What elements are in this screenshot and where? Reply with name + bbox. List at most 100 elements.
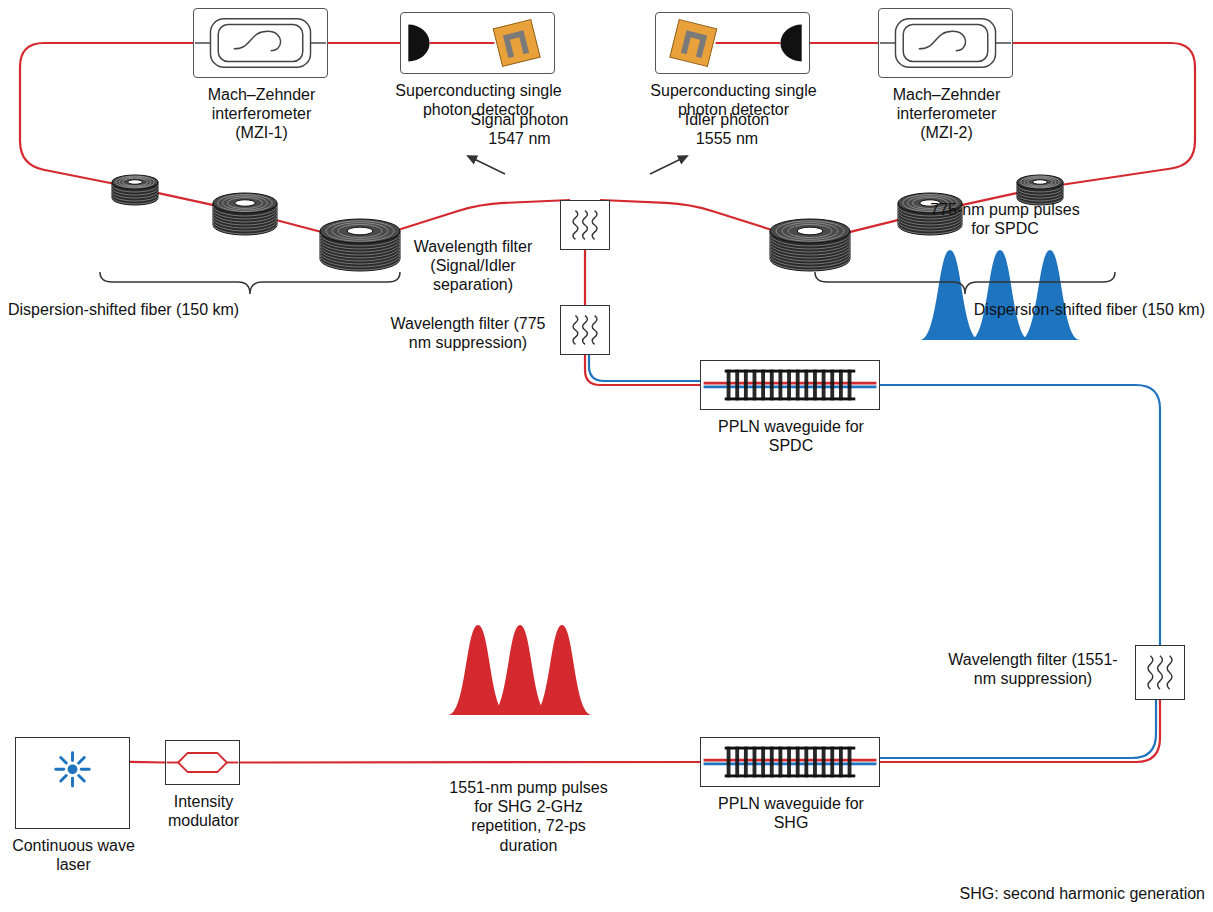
modulator-box: Intensity modulator bbox=[165, 740, 240, 785]
spool-winding bbox=[898, 221, 962, 231]
spool-hole bbox=[347, 227, 373, 235]
spool-top bbox=[1017, 175, 1063, 189]
spool-winding bbox=[213, 215, 277, 225]
node-icon bbox=[561, 201, 609, 249]
pulse-note: 775-nm pump pulses for SPDC bbox=[920, 200, 1090, 238]
spool-winding bbox=[326, 221, 394, 241]
spool-top bbox=[770, 219, 850, 243]
fiber-bracket bbox=[815, 272, 1115, 294]
spool-winding bbox=[770, 246, 850, 258]
spool-winding bbox=[320, 243, 400, 255]
fiber-connector bbox=[585, 250, 586, 305]
fiber-label: Dispersion-shifted fiber (150 km) bbox=[875, 300, 1205, 319]
spool-winding bbox=[770, 243, 850, 255]
fiber-connector bbox=[810, 43, 878, 44]
abbreviation-note: SHG: second harmonic generation bbox=[900, 884, 1205, 903]
spool-winding bbox=[320, 252, 400, 264]
spool-top bbox=[320, 219, 400, 243]
node-icon bbox=[701, 361, 879, 409]
spool-winding bbox=[770, 252, 850, 264]
spool-hole bbox=[235, 200, 255, 206]
node-caption: Wavelength filter (775 nm suppression) bbox=[383, 314, 553, 352]
spool-winding bbox=[119, 177, 151, 187]
red-pump-pulses bbox=[448, 625, 592, 715]
spool-winding bbox=[782, 223, 838, 240]
fiber-connector bbox=[876, 696, 1160, 762]
spool-winding bbox=[112, 191, 158, 198]
spool-winding bbox=[788, 224, 832, 237]
beam-line bbox=[876, 696, 1156, 758]
spool-winding bbox=[122, 178, 147, 186]
spool-hole bbox=[128, 180, 143, 184]
wavelength-filter: Wavelength filter (775 nm suppression) bbox=[560, 305, 610, 355]
spool-winding bbox=[1017, 194, 1063, 201]
fiber-bracket bbox=[100, 272, 400, 294]
fiber-connector bbox=[328, 43, 400, 44]
node-caption: Continuous wave laser bbox=[9, 836, 139, 874]
spool-winding bbox=[112, 194, 158, 201]
node-caption: Wavelength filter (Signal/Idler separati… bbox=[393, 237, 553, 295]
node-caption: Mach–Zehnder interferometer (MZI-2) bbox=[877, 85, 1017, 143]
spool-winding bbox=[1020, 176, 1059, 188]
photon-direction-arrow bbox=[468, 156, 505, 174]
beam-line bbox=[880, 385, 1160, 645]
ppln-waveguide: PPLN waveguide for SHG bbox=[700, 737, 880, 787]
spool-winding bbox=[770, 258, 850, 270]
spool-winding bbox=[320, 258, 400, 270]
spool-winding bbox=[320, 246, 400, 258]
spool-winding bbox=[112, 197, 158, 204]
wavelength-filter: Wavelength filter (1551-nm suppression) bbox=[1135, 645, 1185, 700]
node-icon bbox=[879, 9, 1012, 77]
spool-winding bbox=[115, 176, 154, 188]
ppln-waveguide: PPLN waveguide for SPDC bbox=[700, 360, 880, 410]
spool-winding bbox=[898, 218, 962, 228]
spool-top bbox=[213, 193, 277, 213]
fiber-connector bbox=[130, 761, 165, 763]
spool-winding bbox=[770, 255, 850, 267]
pulse-note: 1551-nm pump pulses for SHG 2-GHz repeti… bbox=[446, 778, 611, 855]
spool-winding bbox=[770, 249, 850, 261]
fiber-label: Dispersion-shifted fiber (150 km) bbox=[8, 300, 338, 319]
spool-winding bbox=[776, 221, 844, 241]
beam-line bbox=[328, 42, 400, 44]
node-caption: PPLN waveguide for SPDC bbox=[716, 417, 866, 455]
spool-hole bbox=[1033, 180, 1048, 184]
node-caption: PPLN waveguide for SHG bbox=[716, 794, 866, 832]
spool-hole bbox=[797, 227, 823, 235]
laser-box: Continuous wave laser bbox=[15, 737, 130, 829]
spool-winding bbox=[213, 218, 277, 228]
beam-line bbox=[584, 250, 586, 305]
beam-line bbox=[585, 355, 700, 385]
fiber-spools bbox=[112, 175, 1063, 271]
node-icon bbox=[1136, 646, 1184, 699]
spool-winding bbox=[1024, 177, 1056, 187]
spool-winding bbox=[332, 223, 388, 240]
blue-pump-pulses bbox=[920, 250, 1080, 340]
node-caption: Mach–Zehnder interferometer (MZI-1) bbox=[192, 85, 332, 143]
node-icon bbox=[194, 9, 327, 77]
spool-winding bbox=[320, 255, 400, 267]
beam-line bbox=[880, 700, 1160, 762]
node-icon bbox=[166, 741, 239, 784]
spool-winding bbox=[213, 221, 277, 231]
fiber-connector bbox=[880, 385, 1160, 645]
spool-winding bbox=[320, 249, 400, 261]
wavelength-filter: Wavelength filter (Signal/Idler separati… bbox=[560, 200, 610, 250]
node-icon bbox=[401, 13, 554, 73]
spool-winding bbox=[213, 224, 277, 234]
detector-box: Superconducting single photon detector bbox=[655, 12, 810, 74]
fiber-connector bbox=[240, 762, 700, 764]
photon-label: Idler photon 1555 nm bbox=[672, 110, 782, 148]
beam-line bbox=[240, 761, 700, 764]
beam-line bbox=[810, 42, 878, 44]
spool-winding bbox=[898, 224, 962, 234]
beam-line bbox=[589, 351, 704, 381]
beam-line bbox=[130, 761, 165, 764]
mzi-box: Mach–Zehnder interferometer (MZI-2) bbox=[878, 8, 1013, 78]
node-caption: Wavelength filter (1551-nm suppression) bbox=[938, 650, 1128, 688]
mzi-box: Mach–Zehnder interferometer (MZI-1) bbox=[193, 8, 328, 78]
fiber-connector bbox=[585, 351, 704, 385]
node-caption: Intensity modulator bbox=[154, 792, 254, 830]
photon-direction-arrow bbox=[650, 156, 687, 174]
